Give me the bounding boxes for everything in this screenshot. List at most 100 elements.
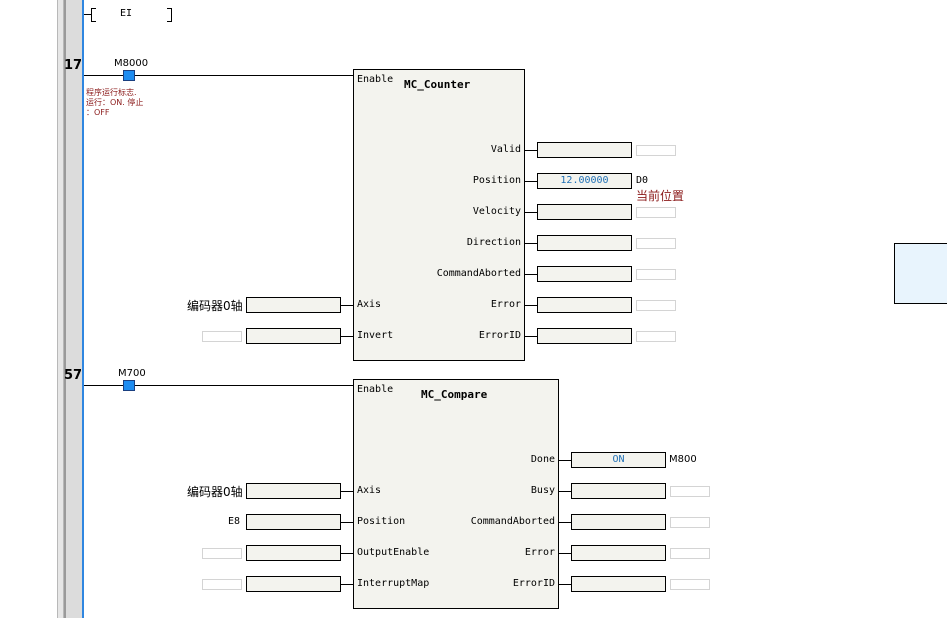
bracket-left (91, 8, 96, 22)
pin-command-aborted: CommandAborted (436, 268, 521, 279)
pin-direction: Direction (466, 237, 521, 248)
wire (341, 491, 353, 492)
wire (341, 305, 353, 306)
value-box-output-enable[interactable] (246, 545, 341, 561)
device-label-axis: 编码器0轴 (187, 485, 243, 499)
device-input-valid[interactable] (636, 145, 676, 156)
wire (341, 553, 353, 554)
value-box-error-id[interactable] (537, 328, 632, 344)
pin-enable: Enable (357, 384, 394, 395)
wire (559, 584, 571, 585)
pin-velocity: Velocity (472, 206, 521, 217)
device-input-velocity[interactable] (636, 207, 676, 218)
pin-error: Error (490, 299, 521, 310)
wire (559, 522, 571, 523)
value-box-position[interactable] (246, 514, 341, 530)
device-input-invert[interactable] (202, 331, 242, 342)
wire (525, 150, 537, 151)
value-box-valid[interactable] (537, 142, 632, 158)
device-label-e8: E8 (228, 516, 241, 527)
comment-line: 程序运行标志. (86, 88, 137, 97)
wire (559, 460, 571, 461)
device-label-m800: M800 (669, 454, 697, 465)
wire (525, 274, 537, 275)
value-box-done[interactable]: ON (571, 452, 666, 468)
pin-invert: Invert (357, 330, 394, 341)
side-panel[interactable] (894, 243, 947, 304)
device-input-command-aborted[interactable] (636, 269, 676, 280)
gutter-divider (64, 0, 66, 618)
value-box-position[interactable]: 12.00000 (537, 173, 632, 189)
comment-line: ：OFF (86, 108, 110, 117)
value-box-axis[interactable] (246, 297, 341, 313)
wire (84, 75, 354, 76)
comment-line: 运行：ON. 停止 (86, 98, 144, 107)
wire (525, 336, 537, 337)
wire (525, 305, 537, 306)
block-title: MC_Counter (404, 78, 471, 91)
contact-device-label: M700 (118, 368, 146, 379)
device-label-axis: 编码器0轴 (187, 299, 243, 313)
device-input-direction[interactable] (636, 238, 676, 249)
value-box-error-id[interactable] (571, 576, 666, 592)
device-input-error-id[interactable] (636, 331, 676, 342)
pin-error-id: ErrorID (478, 330, 521, 341)
line-number-gutter (66, 0, 82, 618)
pin-error: Error (524, 547, 555, 558)
wire (559, 491, 571, 492)
value-box-axis[interactable] (246, 483, 341, 499)
device-comment-position: 当前位置 (636, 189, 685, 203)
instruction-label: EI (120, 8, 133, 19)
value-box-invert[interactable] (246, 328, 341, 344)
bracket-right (167, 8, 172, 22)
value-box-direction[interactable] (537, 235, 632, 251)
device-input-error-id[interactable] (670, 579, 710, 590)
pin-interrupt-map: InterruptMap (357, 578, 430, 589)
pin-enable: Enable (357, 74, 394, 85)
pin-valid: Valid (490, 144, 521, 155)
value-box-busy[interactable] (571, 483, 666, 499)
value-box-command-aborted[interactable] (571, 514, 666, 530)
wire (341, 584, 353, 585)
value-box-interrupt-map[interactable] (246, 576, 341, 592)
function-block-mc-compare[interactable] (353, 379, 559, 609)
function-block-mc-counter[interactable] (353, 69, 525, 361)
pin-output-enable: OutputEnable (357, 547, 430, 558)
device-input-command-aborted[interactable] (670, 517, 710, 528)
contact-m700[interactable] (123, 380, 135, 391)
pin-command-aborted: CommandAborted (470, 516, 555, 527)
pin-busy: Busy (530, 485, 555, 496)
pin-position: Position (357, 516, 406, 527)
device-input-error[interactable] (636, 300, 676, 311)
pin-axis: Axis (357, 299, 382, 310)
value-box-command-aborted[interactable] (537, 266, 632, 282)
device-label-d0: D0 (636, 175, 649, 186)
rung-number: 17 (64, 58, 83, 73)
wire (84, 14, 92, 15)
wire (341, 522, 353, 523)
contact-m8000[interactable] (123, 70, 135, 81)
device-comment: 程序运行标志. 运行：ON. 停止 ：OFF (86, 88, 143, 118)
value-box-velocity[interactable] (537, 204, 632, 220)
pin-done: Done (530, 454, 555, 465)
device-input-busy[interactable] (670, 486, 710, 497)
value-box-error[interactable] (537, 297, 632, 313)
device-input-error[interactable] (670, 548, 710, 559)
device-input-output-enable[interactable] (202, 548, 242, 559)
wire (525, 212, 537, 213)
wire (525, 181, 537, 182)
pin-position: Position (472, 175, 521, 186)
rung-number: 57 (64, 368, 83, 383)
contact-device-label: M8000 (114, 58, 149, 69)
pin-axis: Axis (357, 485, 382, 496)
scrollbar-track[interactable] (57, 0, 64, 618)
value-box-error[interactable] (571, 545, 666, 561)
wire (341, 336, 353, 337)
left-power-rail (82, 0, 84, 618)
wire (525, 243, 537, 244)
device-input-interrupt-map[interactable] (202, 579, 242, 590)
block-title: MC_Compare (421, 388, 488, 401)
wire (559, 553, 571, 554)
wire (84, 385, 354, 386)
pin-error-id: ErrorID (512, 578, 555, 589)
